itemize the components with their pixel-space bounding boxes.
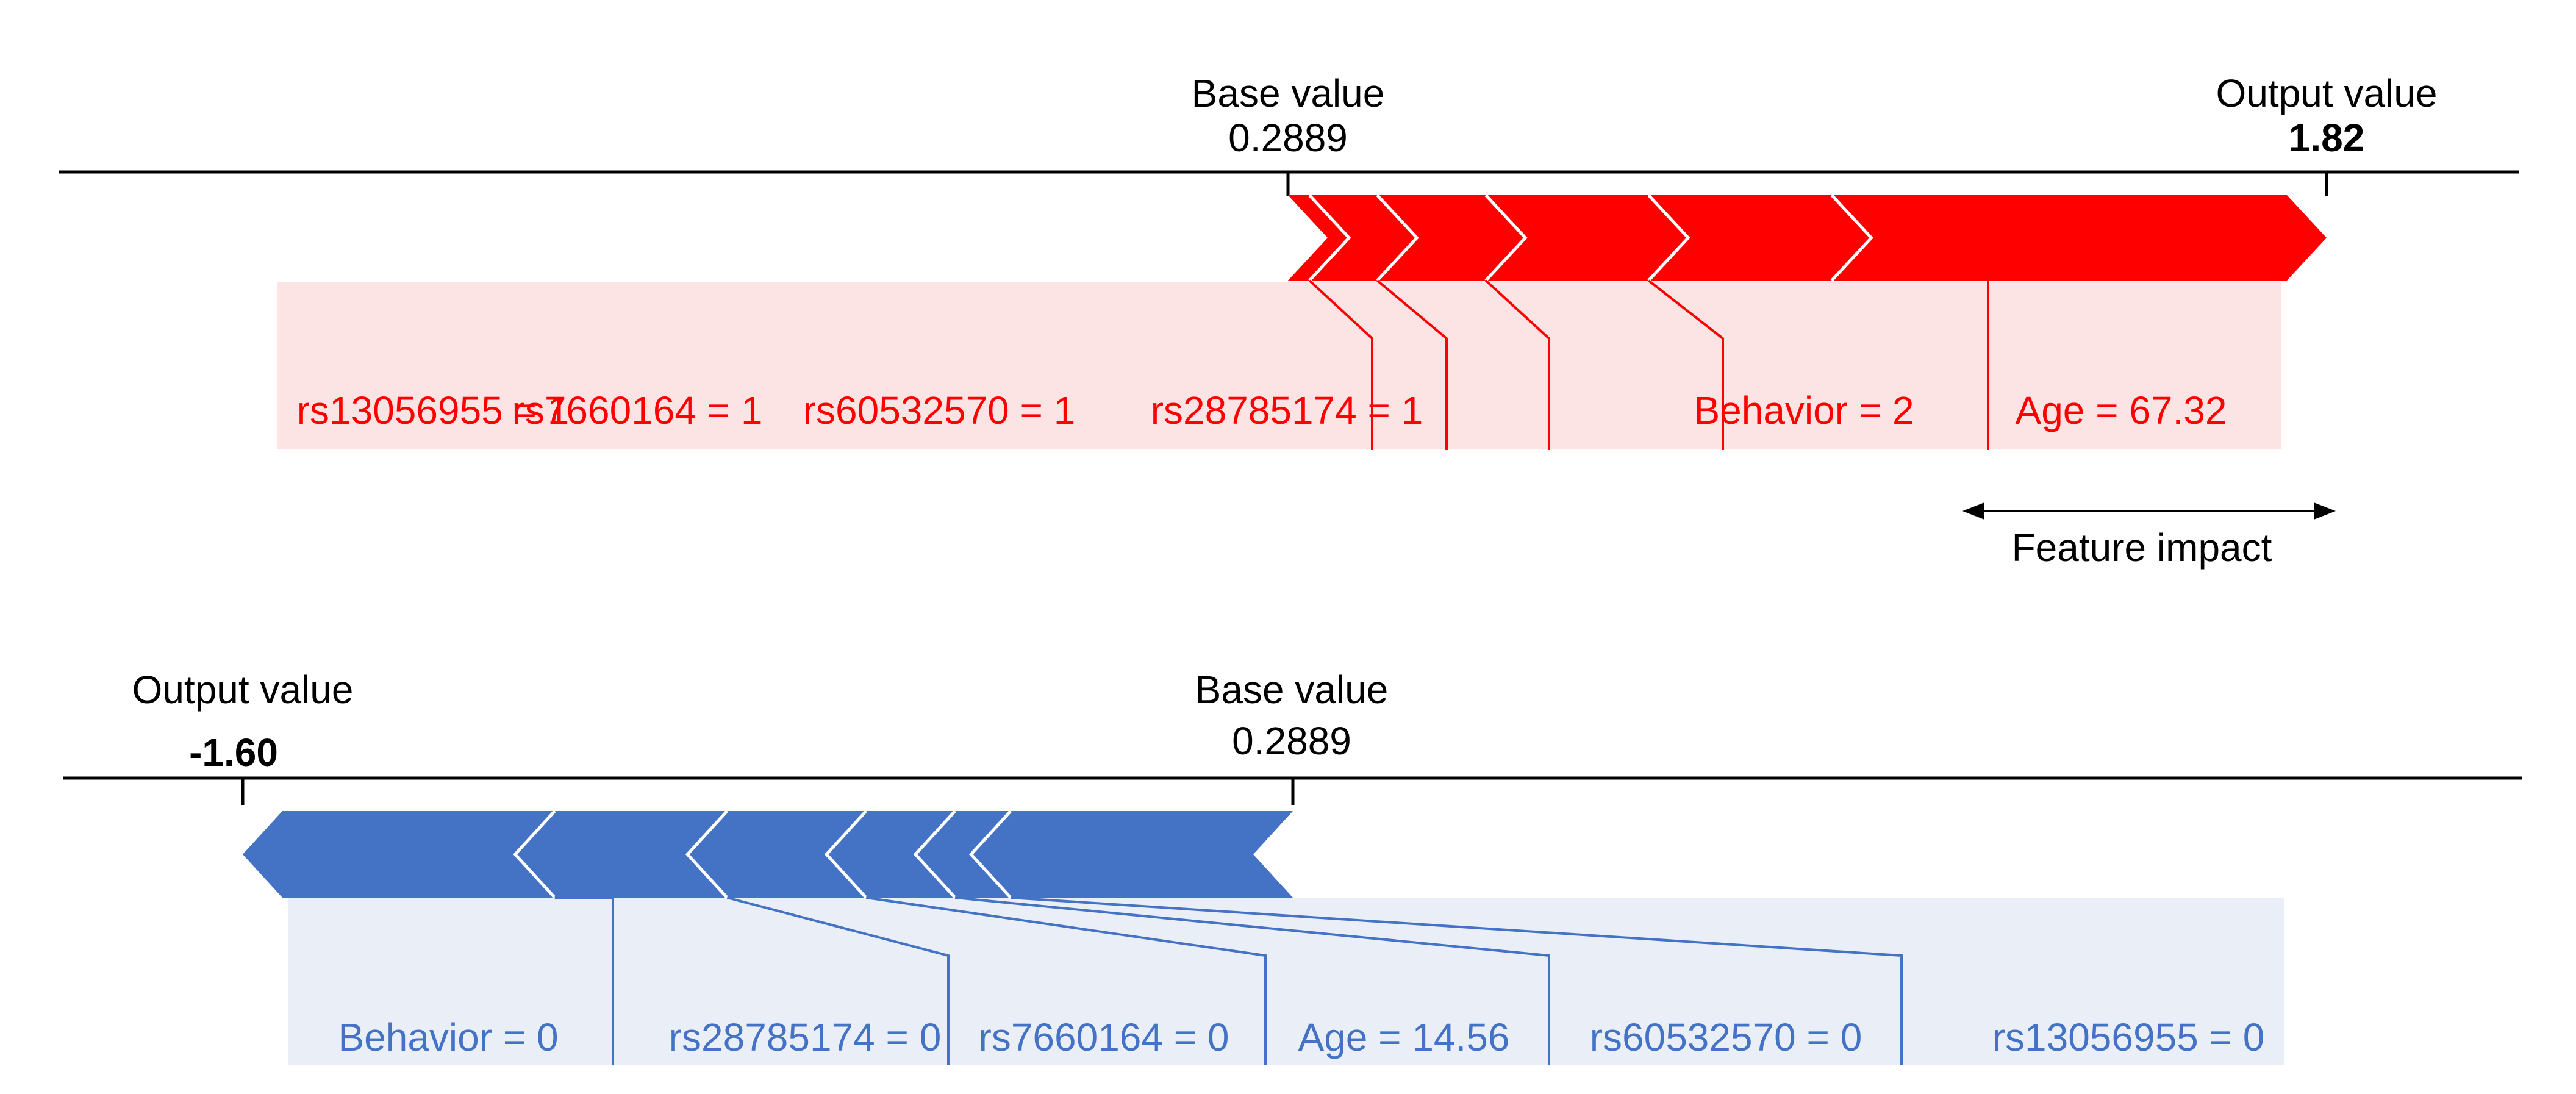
segment-divider xyxy=(685,810,729,899)
feature-connector xyxy=(1484,279,1550,450)
force-arrow-segment xyxy=(1309,195,1417,281)
feature-connector xyxy=(1011,896,1903,1065)
base-value-label-bottom: Base value xyxy=(1195,668,1389,712)
force-arrow-segment xyxy=(971,811,1293,898)
feature-label: rs60532570 = 0 xyxy=(1590,1015,1862,1059)
force-arrow-segment xyxy=(515,811,728,898)
feature-label: Age = 14.56 xyxy=(1298,1015,1510,1059)
feature-connector xyxy=(1376,279,1448,450)
feature-connector xyxy=(726,896,950,1065)
force-arrow-segment xyxy=(687,811,867,898)
base-value-label-top: Base value xyxy=(1192,71,1385,115)
output-value-number-top: 1.82 xyxy=(2289,116,2365,160)
legend-arrow-right-head xyxy=(2314,502,2336,520)
segment-divider xyxy=(1647,194,1690,282)
segment-divider xyxy=(968,810,1012,899)
force-arrow-segment xyxy=(1486,195,1689,281)
output-value-label-bottom: Output value xyxy=(132,668,354,712)
segment-divider xyxy=(1308,194,1351,282)
force-arrow-segment xyxy=(1648,195,1872,281)
feature-connector xyxy=(954,896,1550,1065)
feature-label: rs28785174 = 1 xyxy=(1151,388,1423,432)
segment-divider xyxy=(1376,194,1419,282)
feature-label: Behavior = 2 xyxy=(1694,388,1914,432)
feature-band-bottom xyxy=(288,898,2284,1065)
feature-connector xyxy=(865,896,1267,1065)
feature-connector xyxy=(1308,279,1373,450)
output-value-number-bottom: -1.60 xyxy=(189,731,278,774)
force-arrow-segment xyxy=(1831,195,2327,281)
feature-label: rs13056955 = 0 xyxy=(1992,1015,2265,1059)
base-value-number-top: 0.2889 xyxy=(1228,116,1348,160)
feature-label: rs7660164 = 0 xyxy=(979,1015,1229,1059)
feature-label: rs13056955 = 1 xyxy=(297,388,570,432)
segment-divider xyxy=(1830,194,1873,282)
feature-label: Age = 67.32 xyxy=(2016,388,2227,432)
force-arrow-segment xyxy=(243,811,555,898)
output-value-label-top: Output value xyxy=(2216,71,2438,115)
force-plot-positive: Base value 0.2889 Output value 1.82 rs13… xyxy=(59,71,2519,570)
legend-arrow-left-head xyxy=(1962,502,1984,520)
force-arrow-segment xyxy=(1288,195,1350,281)
legend-label: Feature impact xyxy=(2012,526,2272,570)
force-arrow-segment xyxy=(826,811,956,898)
segment-divider xyxy=(1484,194,1528,282)
feature-label: Behavior = 0 xyxy=(338,1015,558,1059)
feature-impact-legend: Feature impact xyxy=(1962,502,2336,570)
force-plot-negative: Base value 0.2889 Output value -1.60 Beh… xyxy=(63,668,2522,1065)
force-arrow-segment xyxy=(1377,195,1526,281)
feature-connector xyxy=(1648,279,1724,450)
feature-label: rs60532570 = 1 xyxy=(803,388,1076,432)
feature-label: rs7660164 = 1 xyxy=(512,388,763,432)
feature-label: rs28785174 = 0 xyxy=(669,1015,942,1059)
segment-divider xyxy=(513,810,556,899)
base-value-number-bottom: 0.2889 xyxy=(1232,719,1351,763)
segment-divider xyxy=(913,810,956,899)
segment-divider xyxy=(824,810,868,899)
feature-band-top xyxy=(277,282,2281,449)
force-arrow-segment xyxy=(915,811,1011,898)
feature-connector xyxy=(554,896,614,1065)
